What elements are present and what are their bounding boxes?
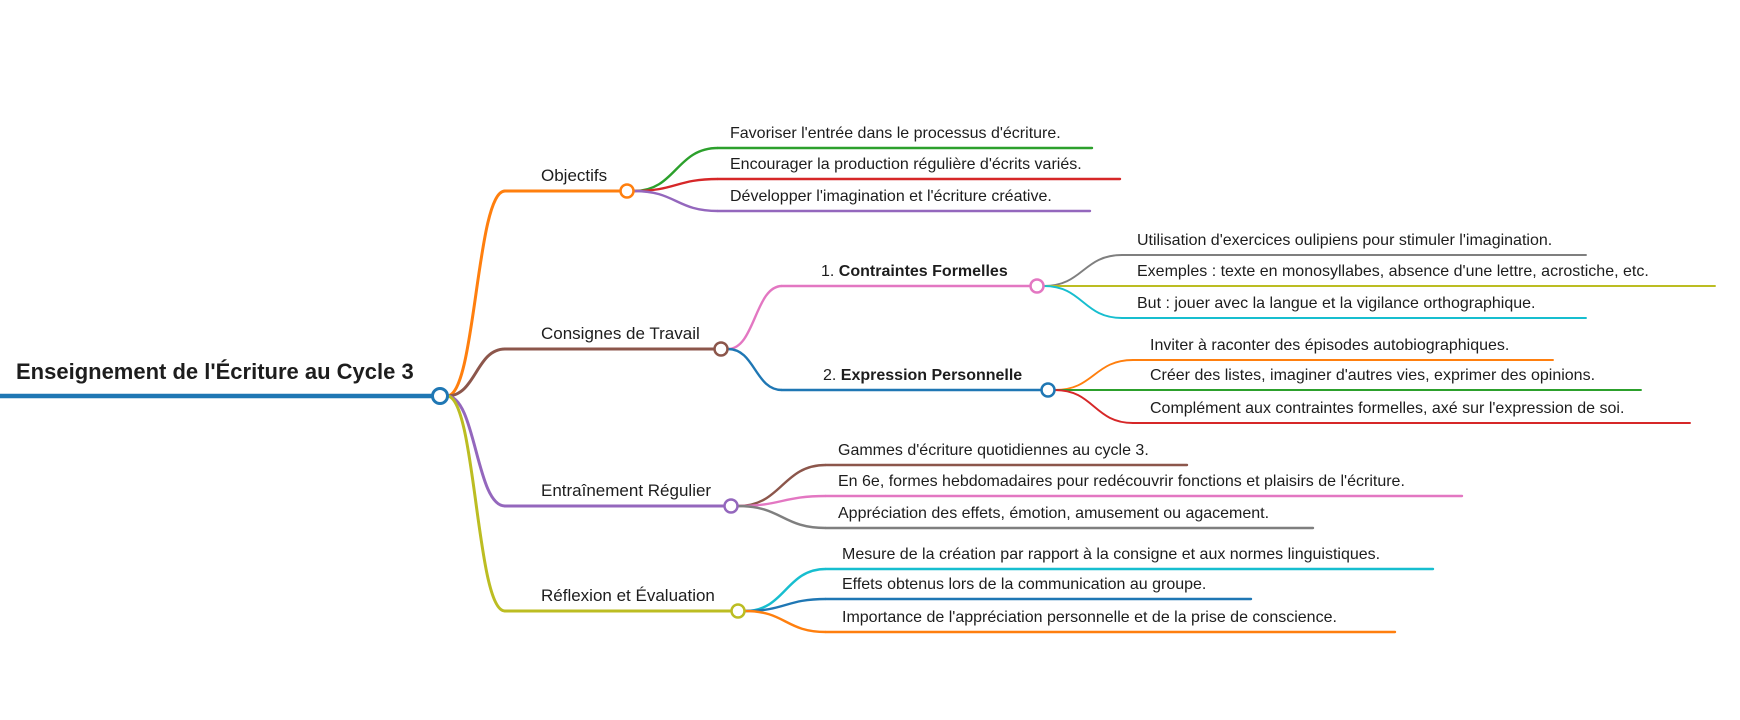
branch-link (727, 284, 783, 351)
node-label: 2. Expression Personnelle (823, 367, 1022, 384)
node-label: En 6e, formes hebdomadaires pour redécou… (838, 473, 1405, 490)
node-label: 1. Contraintes Formelles (821, 263, 1008, 280)
mindmap-node: Effets obtenus lors de la communication … (824, 576, 1253, 601)
node-label-prefix: 1. (821, 263, 839, 280)
node-toggle-circle[interactable] (1029, 278, 1045, 294)
mindmap-node: Réflexion et Évaluation (503, 586, 746, 619)
node-label: Importance de l'appréciation personnelle… (842, 609, 1337, 626)
node-toggle-circle[interactable] (1040, 382, 1056, 398)
mindmap-node: Consignes de Travail (503, 324, 729, 357)
node-label: Gammes d'écriture quotidiennes au cycle … (838, 442, 1149, 459)
branch-link (446, 394, 506, 613)
node-label: Créer des listes, imaginer d'autres vies… (1150, 367, 1595, 384)
node-toggle-circle[interactable] (730, 603, 746, 619)
branch-link (737, 494, 827, 508)
mindmap-node: Utilisation d'exercices oulipiens pour s… (1121, 232, 1587, 256)
node-label: Effets obtenus lors de la communication … (842, 576, 1206, 593)
mindmap-node: Favoriser l'entrée dans le processus d'é… (716, 125, 1094, 150)
node-label: Enseignement de l'Écriture au Cycle 3 (16, 359, 414, 384)
node-toggle-circle[interactable] (431, 387, 449, 405)
node-label: Réflexion et Évaluation (541, 586, 715, 605)
mindmap-node: Encourager la production régulière d'écr… (716, 156, 1122, 181)
branch-link (446, 347, 506, 398)
branch-link (1043, 254, 1123, 287)
node-label: Utilisation d'exercices oulipiens pour s… (1137, 232, 1552, 249)
mindmap-node: Appréciation des effets, émotion, amusem… (824, 505, 1315, 530)
node-label: But : jouer avec la langue et la vigilan… (1137, 295, 1535, 312)
mindmap-node: 1. Contraintes Formelles (780, 263, 1045, 294)
branch-link (633, 146, 719, 193)
branch-link (1054, 359, 1134, 391)
mindmap-node: 2. Expression Personnelle (780, 367, 1056, 398)
mindmap-node: Développer l'imagination et l'écriture c… (716, 188, 1092, 213)
node-toggle-circle[interactable] (723, 498, 739, 514)
node-label-text: Contraintes Formelles (839, 263, 1008, 280)
node-label-prefix: 2. (823, 367, 841, 384)
mindmap-node: Mesure de la création par rapport à la c… (824, 546, 1435, 571)
node-label: Entraînement Régulier (541, 481, 711, 500)
branch-link (633, 189, 719, 213)
mindmap-node: Créer des listes, imaginer d'autres vies… (1132, 367, 1642, 391)
node-label: Mesure de la création par rapport à la c… (842, 546, 1380, 563)
node-label: Développer l'imagination et l'écriture c… (730, 188, 1052, 205)
node-label: Objectifs (541, 166, 607, 185)
branch-link (727, 347, 783, 392)
mindmap-node: En 6e, formes hebdomadaires pour redécou… (824, 473, 1464, 498)
branch-link (446, 189, 506, 398)
node-label-text: Expression Personnelle (841, 367, 1023, 384)
mindmap-node: Inviter à raconter des épisodes autobiog… (1132, 337, 1554, 361)
branch-link (744, 609, 827, 634)
branch-link (737, 504, 827, 530)
nodes-layer: Enseignement de l'Écriture au Cycle 3 Obj… (0, 125, 1716, 634)
node-toggle-circle[interactable] (619, 183, 635, 199)
branch-link (1043, 285, 1123, 319)
node-label: Inviter à raconter des épisodes autobiog… (1150, 337, 1509, 354)
mindmap-node: Complément aux contraintes formelles, ax… (1132, 400, 1691, 424)
node-label: Complément aux contraintes formelles, ax… (1150, 400, 1624, 417)
node-label: Favoriser l'entrée dans le processus d'é… (730, 125, 1061, 142)
node-label: Consignes de Travail (541, 324, 700, 343)
mindmap-node: Objectifs (503, 166, 635, 199)
branch-link (1054, 389, 1134, 424)
node-label: Exemples : texte en monosyllabes, absenc… (1137, 263, 1649, 280)
mindmap-node: Exemples : texte en monosyllabes, absenc… (1121, 263, 1716, 287)
node-toggle-circle[interactable] (713, 341, 729, 357)
links-layer (446, 146, 1134, 634)
branch-link (446, 394, 506, 508)
mindmap-node: Enseignement de l'Écriture au Cycle 3 (0, 359, 449, 405)
node-label: Encourager la production régulière d'écr… (730, 156, 1082, 173)
node-label: Appréciation des effets, émotion, amusem… (838, 505, 1269, 522)
mindmap-node: But : jouer avec la langue et la vigilan… (1121, 295, 1587, 319)
mindmap-node: Entraînement Régulier (503, 481, 739, 514)
mindmap-node: Gammes d'écriture quotidiennes au cycle … (824, 442, 1189, 467)
mindmap-node: Importance de l'appréciation personnelle… (824, 609, 1397, 634)
